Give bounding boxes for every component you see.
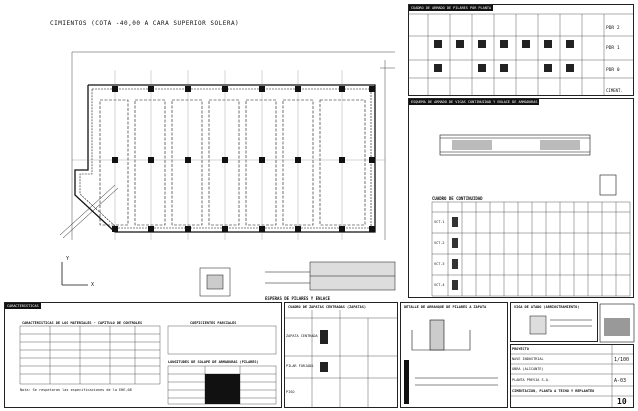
footing-row-3: PISO (286, 390, 295, 394)
notes-label: CARACTERISTICAS (5, 303, 41, 309)
footing-row-1: ZAPATA CENTRADA (286, 334, 318, 338)
notes-panel: CARACTERISTICAS (4, 302, 282, 408)
beam-row-4: VCT-4 (434, 283, 445, 287)
beam-table-title: CUADRO DE CONTINUIDAD (432, 196, 483, 201)
axis-y-label: Y (66, 256, 70, 262)
column-row-ciment: CIMENT. (606, 88, 623, 93)
cartouche-drawing: CIMENTACION, PLANTA A TECHO Y REPLANTEO (512, 389, 595, 393)
anchor-title: LONGITUDES DE SOLAPE DE ARMADURAS (PILAR… (168, 360, 259, 364)
corner-detail-panel: DETALLE DE ARRANQUE DE PILARES A ZAPATA (400, 302, 508, 408)
beam-row-1: VCT-1 (434, 220, 445, 224)
materials-title: CARACTERISTICAS DE LOS MATERIALES - CAPI… (22, 321, 143, 325)
cartouche-header: PROYECTO (512, 347, 529, 351)
notes-footer: Nota: Se respetaran las especificaciones… (20, 388, 132, 392)
beam-row-2: VCT-2 (434, 241, 445, 245)
beam-row-3: VCT-3 (434, 262, 445, 266)
footing-table: CUADRO DE ZAPATAS CENTRADAS (ZAPATAS) (284, 302, 398, 408)
column-row-pdr1: PDR 1 (606, 46, 620, 51)
footing-table-title: CUADRO DE ZAPATAS CENTRADAS (ZAPATAS) (288, 305, 366, 309)
column-table-title: CUADRO DE ARMADO DE PILARES POR PLANTA (409, 5, 494, 11)
section-caption: ESPERAS DE PILARES Y ENLACE (265, 296, 331, 301)
column-table: CUADRO DE ARMADO DE PILARES POR PLANTA (408, 4, 634, 96)
axis-x-label: X (91, 282, 95, 288)
column-row-pdr2: PDR 2 (606, 26, 620, 31)
cartouche-client: OBRA (ALICANTE) (512, 367, 544, 371)
tie-detail-panel: VIGA DE ATADO (ARRIOSTRAMIENTO) (510, 302, 598, 342)
cartouche-sheet-number: 10 (617, 397, 627, 406)
control-title: COEFICIENTES PARCIALES (190, 321, 237, 325)
beam-detail-title: ESQUEMA DE ARMADO DE VIGAS CONTINUIDAD Y… (409, 99, 540, 105)
cartouche-scale: 1/100 (614, 357, 630, 363)
column-row-pdr0: PDR 0 (606, 68, 620, 73)
cartouche-code: A-03 (614, 378, 627, 384)
title-block (510, 344, 634, 408)
tie-detail-title: VIGA DE ATADO (ARRIOSTRAMIENTO) (514, 305, 580, 309)
corner-detail-title: DETALLE DE ARRANQUE DE PILARES A ZAPATA (404, 305, 487, 309)
cartouche-project: NAVE INDUSTRIAL (512, 357, 544, 361)
beam-detail-panel: ESQUEMA DE ARMADO DE VIGAS CONTINUIDAD Y… (408, 98, 634, 298)
plan-title: CIMIENTOS (COTA -40,00 A CARA SUPERIOR S… (50, 20, 240, 27)
cartouche-company: PLANTA PREVIA S.A. (512, 378, 550, 382)
footing-row-2: PILAR FORJADO (286, 364, 314, 368)
